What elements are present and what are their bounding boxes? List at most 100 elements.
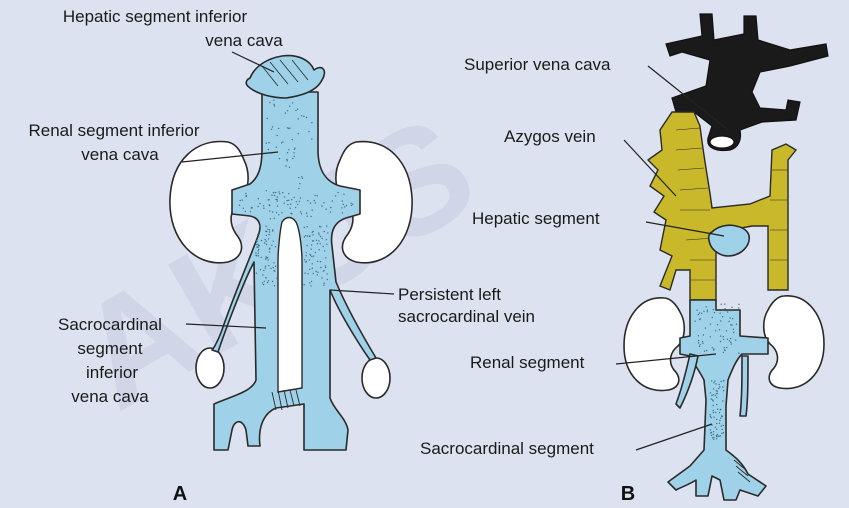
stipple-dot [311,256,312,257]
stipple-dot [713,394,714,395]
stipple-dot [285,165,286,166]
stipple-dot [268,142,269,143]
stipple-dot [702,343,703,344]
stipple-dot [327,232,328,233]
stipple-dot [721,304,722,305]
stipple-dot [696,310,697,311]
stipple-dot [307,235,308,236]
stipple-dot [258,250,259,251]
stipple-dot [269,204,270,205]
stipple-dot [261,257,262,258]
stipple-dot [294,148,295,149]
stipple-dot [711,380,712,381]
stipple-dot [322,238,323,239]
azygos-label-b: Azygos vein [504,127,596,146]
stipple-dot [276,135,277,136]
stipple-dot [311,244,312,245]
stipple-dot [731,324,732,325]
stipple-dot [721,433,722,434]
stipple-dot [313,273,314,274]
stipple-dot [291,213,292,214]
stipple-dot [265,266,266,267]
stipple-dot [710,416,711,417]
stipple-dot [303,284,304,285]
stipple-dot [323,270,324,271]
stipple-dot [342,212,343,213]
stipple-dot [297,204,298,205]
stipple-dot [337,192,338,193]
stipple-dot [719,423,720,424]
stipple-dot [300,197,301,198]
stipple-dot [714,312,715,313]
stipple-dot [703,334,704,335]
stipple-dot [288,200,289,201]
stipple-dot [278,214,279,215]
stipple-dot [287,160,288,161]
stipple-dot [274,285,275,286]
stipple-dot [268,265,269,266]
stipple-dot [716,419,717,420]
stipple-dot [312,263,313,264]
stipple-dot [730,338,731,339]
stipple-dot [276,212,277,213]
stipple-dot [271,129,272,130]
stipple-dot [702,341,703,342]
stipple-dot [265,267,266,268]
stipple-dot [294,156,295,157]
stipple-dot [258,245,259,246]
stipple-dot [288,128,289,129]
stipple-dot [325,209,326,210]
stipple-dot [311,122,312,123]
stipple-dot [292,102,293,103]
stipple-dot [272,281,273,282]
stipple-dot [266,190,267,191]
stipple-dot [716,429,717,430]
stipple-dot [715,427,716,428]
stipple-dot [267,229,268,230]
stipple-dot [276,147,277,148]
stipple-dot [715,383,716,384]
stipple-dot [307,273,308,274]
stipple-dot [716,438,717,439]
stipple-dot [726,347,727,348]
panel-letter-a: A [173,483,187,505]
stipple-dot [290,204,291,205]
stipple-dot [309,235,310,236]
stipple-dot [723,380,724,381]
stipple-dot [709,414,710,415]
stipple-dot [316,240,317,241]
stipple-dot [265,256,266,257]
stipple-dot [304,273,305,274]
stipple-dot [312,240,313,241]
stipple-dot [343,204,344,205]
stipple-dot [313,255,314,256]
stipple-dot [273,99,274,100]
stipple-dot [282,192,283,193]
stipple-dot [321,205,322,206]
stipple-dot [330,207,331,208]
stipple-dot [312,210,313,211]
stipple-dot [245,193,246,194]
stipple-dot [727,339,728,340]
stipple-dot [352,204,353,205]
right-gonad-a [362,358,390,398]
hepatic-label-a-line2: vena cava [205,31,283,50]
stipple-dot [714,380,715,381]
stipple-dot [326,239,327,240]
stipple-dot [257,247,258,248]
stipple-dot [278,191,279,192]
stipple-dot [288,149,289,150]
stipple-dot [724,303,725,304]
stipple-dot [260,269,261,270]
stipple-dot [713,388,714,389]
stipple-dot [721,425,722,426]
inter-vein-space-a [278,218,302,393]
stipple-dot [327,279,328,280]
sacro-label-a-line4: vena cava [71,387,149,406]
stipple-dot [711,398,712,399]
stipple-dot [271,195,272,196]
stipple-dot [308,131,309,132]
left-gonad-a [196,348,224,388]
stipple-dot [715,395,716,396]
stipple-dot [312,268,313,269]
